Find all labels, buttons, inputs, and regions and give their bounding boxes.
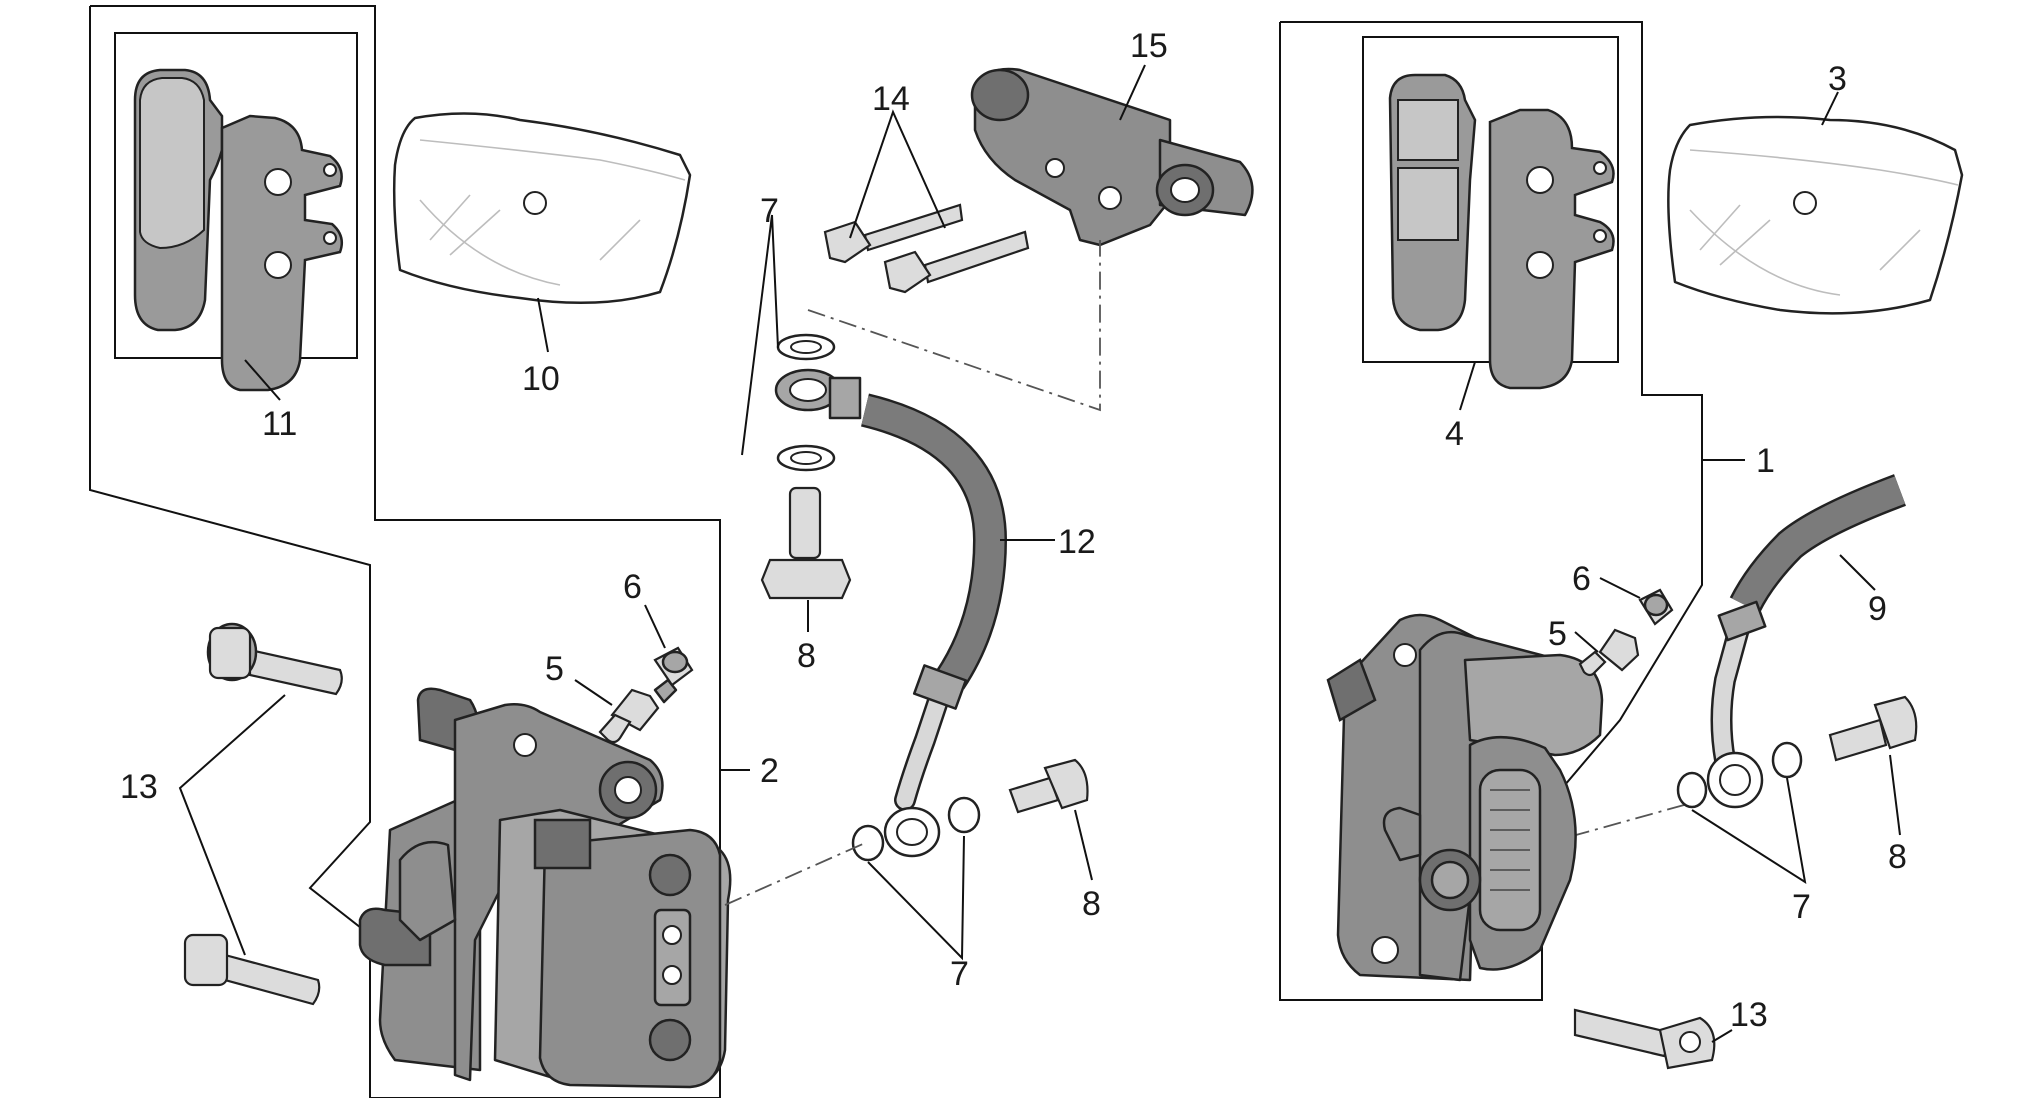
leader-14 (849, 109, 946, 239)
leader-8-mid (1074, 809, 1093, 881)
caliper-2 (358, 687, 732, 1089)
callout-5-left: 5 (545, 650, 564, 688)
callout-7-right: 7 (1792, 888, 1811, 926)
leader-7-top (741, 214, 779, 456)
callout-11: 11 (262, 405, 297, 443)
dust-cap-6-right (1638, 588, 1674, 626)
leader-13-left (178, 694, 286, 956)
brake-hose-12 (860, 393, 1008, 811)
leader-3 (1821, 91, 1839, 126)
leader-5-left (574, 679, 613, 706)
banjo-bolt-8-right (1828, 695, 1918, 762)
callout-5-right: 5 (1548, 615, 1567, 653)
washer-7-upper (776, 333, 836, 361)
leader-7-right (1691, 777, 1807, 885)
callout-12: 12 (1058, 523, 1096, 561)
washer-7-lower-left (851, 824, 885, 862)
bag-3 (1667, 115, 1964, 315)
group-frame-caliper-1 (1279, 21, 1703, 1001)
callout-2: 2 (760, 752, 779, 790)
brake-hose-9 (1710, 474, 1906, 771)
callout-3: 3 (1828, 60, 1847, 98)
leader-6-left (644, 604, 666, 649)
union-block-15 (970, 67, 1254, 247)
washer-7-right-left (1676, 771, 1708, 809)
banjo-fitting-upper (774, 368, 862, 420)
leader-5-right (1574, 631, 1599, 653)
callout-8-center: 8 (797, 637, 816, 675)
leader-13-right (1711, 1029, 1733, 1043)
callout-7-mid: 7 (950, 955, 969, 993)
leader-7-mid (867, 835, 965, 961)
assembly-line-caliper1-to-banjo (1539, 799, 1703, 846)
washer-7-right-right (1771, 741, 1803, 779)
bleed-screw-5-left (598, 678, 678, 744)
leader-15 (1119, 64, 1146, 121)
caliper-1 (1326, 613, 1604, 982)
callout-15: 15 (1130, 27, 1168, 65)
bolt-13-lower-left (183, 933, 321, 1006)
group-frame-caliper-2 (89, 5, 721, 1098)
bolt-13-right (1573, 1008, 1716, 1070)
callout-6-right: 6 (1572, 560, 1591, 598)
bolt-14-lower (883, 230, 1030, 294)
leader-4 (1459, 361, 1476, 411)
callout-4: 4 (1445, 415, 1464, 453)
banjo-fitting-right (1706, 751, 1764, 809)
callout-6-left: 6 (623, 568, 642, 606)
leader-6-right (1599, 577, 1641, 599)
bolt-13-upper-left (206, 622, 343, 696)
bag-10 (392, 112, 692, 305)
callout-10: 10 (522, 360, 560, 398)
leader-8-right (1889, 754, 1901, 836)
callout-13-right: 13 (1730, 996, 1768, 1034)
assembly-line-union-to-banjo (807, 240, 1101, 412)
leader-11 (244, 359, 281, 401)
callout-1: 1 (1756, 442, 1775, 480)
banjo-bolt-8-center (760, 486, 852, 600)
banjo-fitting-lower (883, 806, 941, 858)
assembly-line-caliper2-to-banjo (724, 842, 866, 906)
dust-cap-6-left (653, 646, 694, 687)
washer-7-lower-right (947, 796, 981, 834)
bolt-14-upper (823, 203, 964, 264)
bleed-screw-5-right (1578, 628, 1640, 677)
banjo-bolt-8-mid (1008, 758, 1089, 814)
callout-8-mid: 8 (1082, 885, 1101, 923)
pad-set-11 (114, 32, 358, 392)
callout-9: 9 (1868, 590, 1887, 628)
washer-7-lower (776, 444, 836, 472)
callout-7-top: 7 (760, 192, 779, 230)
callout-14: 14 (872, 80, 910, 118)
pad-set-4 (1362, 36, 1619, 390)
callout-13-left: 13 (120, 768, 158, 806)
callout-8-right: 8 (1888, 838, 1907, 876)
leader-9 (1839, 554, 1876, 591)
leader-10 (537, 297, 549, 353)
